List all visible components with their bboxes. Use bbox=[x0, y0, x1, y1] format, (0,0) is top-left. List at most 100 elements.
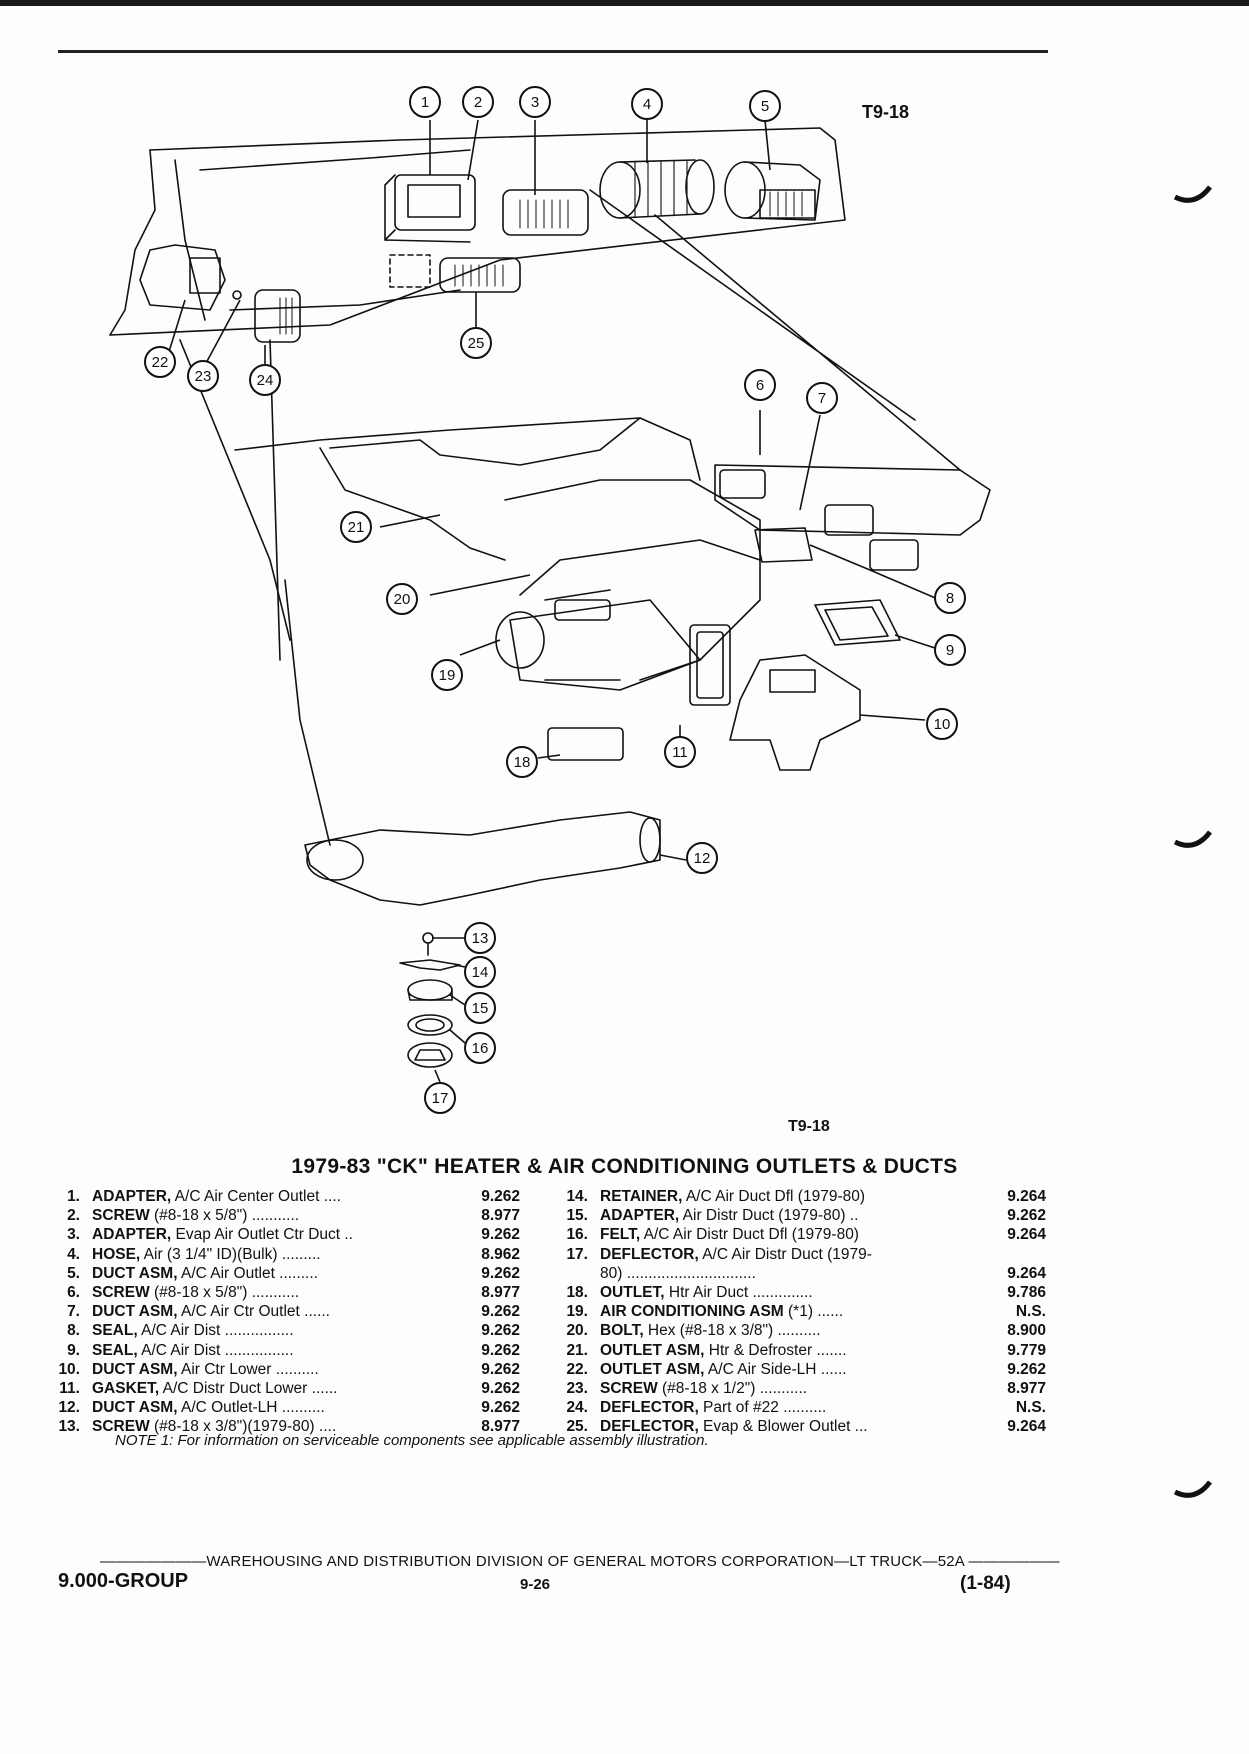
part-name: RETAINER, bbox=[600, 1188, 683, 1205]
svg-text:18: 18 bbox=[514, 754, 531, 771]
part-number: 5. bbox=[67, 1264, 80, 1282]
part-description: 80) .............................. bbox=[600, 1264, 976, 1283]
part-detail: (#8-18 x 5/8") ........... bbox=[149, 1207, 300, 1225]
part-detail: A/C Air Side-LH ...... bbox=[704, 1360, 847, 1378]
part-number: 7. bbox=[67, 1303, 80, 1321]
part-name: ADAPTER, bbox=[600, 1207, 680, 1225]
part-name: DEFLECTOR, bbox=[600, 1245, 699, 1263]
svg-text:13: 13 bbox=[472, 930, 489, 947]
parts-list-row: 25.DEFLECTOR, Evap & Blower Outlet ...9.… bbox=[548, 1417, 1046, 1436]
part-description: DUCT ASM, A/C Outlet-LH .......... bbox=[92, 1398, 450, 1417]
group-number: 9.262 bbox=[1007, 1360, 1046, 1378]
part-name: OUTLET, bbox=[600, 1283, 665, 1301]
part-detail: A/C Distr Duct Lower ...... bbox=[159, 1379, 338, 1397]
svg-text:7: 7 bbox=[818, 390, 826, 407]
part-description: RETAINER, A/C Air Duct Dfl (1979-80) bbox=[600, 1187, 976, 1206]
svg-text:1: 1 bbox=[421, 94, 429, 111]
part-description: SCREW (#8-18 x 3/8")(1979-80) .... bbox=[92, 1417, 450, 1436]
parts-list-row: 4.HOSE, Air (3 1/4" ID)(Bulk) .........8… bbox=[40, 1245, 520, 1264]
part-name: OUTLET ASM, bbox=[600, 1341, 705, 1359]
callout-13: 13 bbox=[464, 922, 496, 954]
parts-list-row: 22.OUTLET ASM, A/C Air Side-LH ......9.2… bbox=[548, 1360, 1046, 1379]
part-number: 3. bbox=[67, 1226, 80, 1244]
part-number: 22. bbox=[566, 1360, 588, 1378]
part-description: DEFLECTOR, Part of #22 .......... bbox=[600, 1398, 976, 1417]
part-name: SEAL, bbox=[92, 1322, 138, 1340]
part-detail: A/C Air Distr Duct (1979- bbox=[698, 1245, 872, 1263]
group-number: 9.262 bbox=[481, 1399, 520, 1417]
part-number: 19. bbox=[566, 1303, 588, 1321]
parts-list-row: 1.ADAPTER, A/C Air Center Outlet ....9.2… bbox=[40, 1187, 520, 1206]
footer-division: ———————WAREHOUSING AND DISTRIBUTION DIVI… bbox=[100, 1553, 1060, 1570]
part-number: 18. bbox=[566, 1283, 588, 1301]
part-detail: Htr Air Duct .............. bbox=[664, 1283, 813, 1301]
svg-text:5: 5 bbox=[761, 98, 769, 115]
svg-text:10: 10 bbox=[934, 716, 951, 733]
parts-list-row: 24.DEFLECTOR, Part of #22 ..........N.S. bbox=[548, 1398, 1046, 1417]
part-name: SCREW bbox=[92, 1207, 150, 1225]
group-number bbox=[976, 1245, 1046, 1264]
part-number: 4. bbox=[67, 1245, 80, 1263]
part-description: DEFLECTOR, A/C Air Distr Duct (1979- bbox=[600, 1245, 976, 1264]
group-number: 8.977 bbox=[481, 1418, 520, 1436]
part-name: AIR CONDITIONING ASM bbox=[600, 1303, 784, 1321]
part-description: SCREW (#8-18 x 1/2") ........... bbox=[600, 1379, 976, 1398]
part-detail: (#8-18 x 3/8")(1979-80) .... bbox=[149, 1418, 337, 1436]
part-number: 11. bbox=[59, 1379, 80, 1397]
part-number bbox=[548, 1264, 600, 1283]
group-number: 9.262 bbox=[481, 1303, 520, 1321]
parts-list-right: 14.RETAINER, A/C Air Duct Dfl (1979-80)9… bbox=[548, 1187, 1046, 1436]
part-name: SCREW bbox=[92, 1418, 150, 1436]
parts-list-row: 23.SCREW (#8-18 x 1/2") ...........8.977 bbox=[548, 1379, 1046, 1398]
part-number: 15. bbox=[566, 1207, 588, 1225]
parts-list-row: 11.GASKET, A/C Distr Duct Lower ......9.… bbox=[40, 1379, 520, 1398]
callout-8: 8 bbox=[934, 582, 966, 614]
svg-text:8: 8 bbox=[946, 590, 954, 607]
group-number: 9.262 bbox=[1007, 1207, 1046, 1225]
svg-text:20: 20 bbox=[394, 591, 411, 608]
parts-list-row: 5.DUCT ASM, A/C Air Outlet .........9.26… bbox=[40, 1264, 520, 1283]
part-detail: Air Distr Duct (1979-80) .. bbox=[679, 1207, 859, 1225]
part-number: 8. bbox=[67, 1322, 80, 1340]
part-name: HOSE, bbox=[92, 1245, 141, 1263]
svg-text:11: 11 bbox=[672, 744, 688, 761]
svg-text:17: 17 bbox=[432, 1090, 449, 1107]
parts-list-row: 21.OUTLET ASM, Htr & Defroster .......9.… bbox=[548, 1341, 1046, 1360]
callout-18: 18 bbox=[506, 746, 538, 778]
callout-10: 10 bbox=[926, 708, 958, 740]
group-number: 9.779 bbox=[1007, 1341, 1046, 1359]
group-number: 8.977 bbox=[1007, 1379, 1046, 1397]
callout-12: 12 bbox=[686, 842, 718, 874]
parts-list-row: 80) ..............................9.264 bbox=[548, 1264, 1046, 1283]
part-description: HOSE, Air (3 1/4" ID)(Bulk) ......... bbox=[92, 1245, 450, 1264]
part-description: DUCT ASM, A/C Air Outlet ......... bbox=[92, 1264, 450, 1283]
group-number: 9.264 bbox=[1007, 1418, 1046, 1436]
part-description: AIR CONDITIONING ASM (*1) ...... bbox=[600, 1302, 976, 1321]
part-name: ADAPTER, bbox=[92, 1226, 172, 1244]
part-detail: Hex (#8-18 x 3/8") .......... bbox=[643, 1322, 821, 1340]
callout-16: 16 bbox=[464, 1032, 496, 1064]
group-number: 9.262 bbox=[481, 1360, 520, 1378]
part-description: OUTLET ASM, Htr & Defroster ....... bbox=[600, 1341, 976, 1360]
parts-list-row: 16.FELT, A/C Air Distr Duct Dfl (1979-80… bbox=[548, 1225, 1046, 1244]
part-detail: (#8-18 x 1/2") ........... bbox=[657, 1379, 808, 1397]
callout-11: 11 bbox=[664, 736, 696, 768]
punch-hole-mark bbox=[1173, 1480, 1212, 1498]
part-description: SCREW (#8-18 x 5/8") ........... bbox=[92, 1206, 450, 1225]
parts-list-row: 6.SCREW (#8-18 x 5/8") ...........8.977 bbox=[40, 1283, 520, 1302]
part-name: SEAL, bbox=[92, 1341, 138, 1359]
part-detail: (#8-18 x 5/8") ........... bbox=[149, 1283, 300, 1301]
part-number: 13. bbox=[58, 1418, 80, 1436]
callout-19: 19 bbox=[431, 659, 463, 691]
parts-list-row: 12.DUCT ASM, A/C Outlet-LH ..........9.2… bbox=[40, 1398, 520, 1417]
callout-6: 6 bbox=[744, 369, 776, 401]
part-number: 25. bbox=[566, 1418, 588, 1436]
part-description: ADAPTER, Evap Air Outlet Ctr Duct .. bbox=[92, 1225, 450, 1244]
part-detail: A/C Air Distr Duct Dfl (1979-80) bbox=[640, 1226, 859, 1244]
part-detail: A/C Air Outlet ......... bbox=[177, 1264, 318, 1282]
svg-text:3: 3 bbox=[531, 94, 539, 111]
part-description: SEAL, A/C Air Dist ................ bbox=[92, 1321, 450, 1340]
group-number: 8.900 bbox=[1007, 1322, 1046, 1340]
part-detail: A/C Air Ctr Outlet ...... bbox=[177, 1303, 330, 1321]
part-name: DEFLECTOR, bbox=[600, 1418, 699, 1436]
